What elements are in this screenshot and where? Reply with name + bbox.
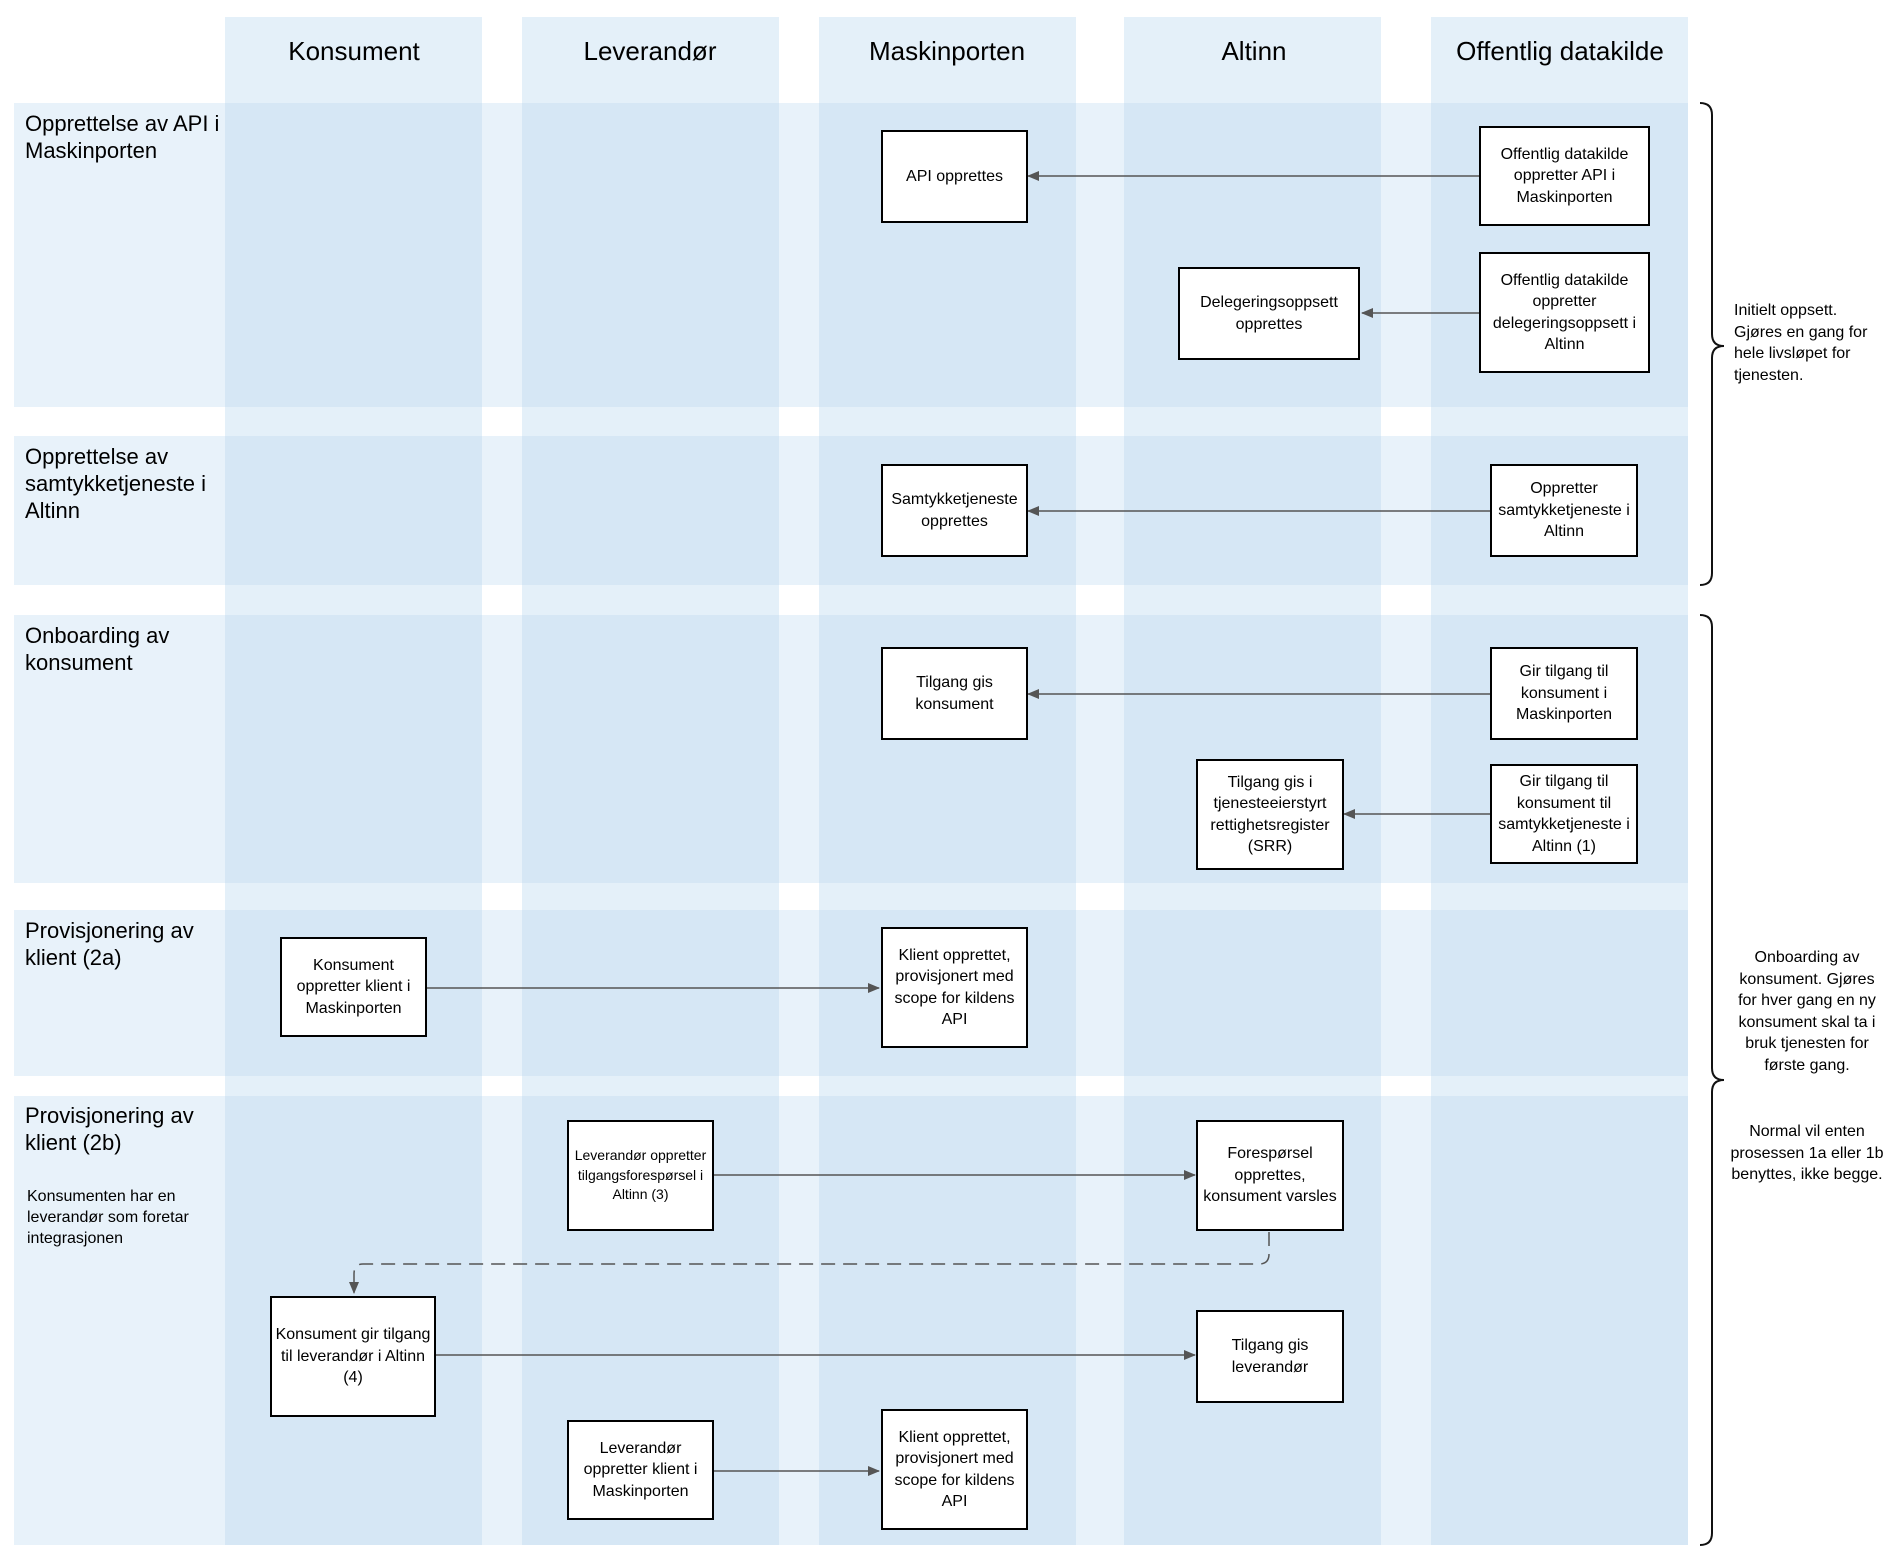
box-tilgang-gis-konsument: Tilgang gis konsument (881, 647, 1028, 740)
box-klient-opprettet-2b: Klient opprettet, provisjonert med scope… (881, 1409, 1028, 1530)
cell (1124, 910, 1381, 1076)
box-konsument-oppretter-klient: Konsument oppretter klient i Maskinporte… (280, 937, 427, 1037)
lane-headers: Konsument Leverandør Maskinporten Altinn… (288, 36, 1664, 66)
lane-header-leverandor: Leverandør (584, 36, 717, 66)
row-note-2b: Konsumenten har en leverandør som foreta… (27, 1188, 189, 1247)
brace-initial (1699, 102, 1725, 586)
row-title-api: Opprettelse av API i Maskinporten (25, 111, 220, 163)
lane-header-maskinporten: Maskinporten (869, 36, 1025, 66)
cell (522, 436, 779, 585)
cell (522, 103, 779, 407)
box-samtykketjeneste-opprettes: Samtykketjeneste opprettes (881, 464, 1028, 557)
lane-header-konsument: Konsument (288, 36, 420, 66)
brace-note-initial: Initielt oppsett. Gjøres en gang for hel… (1734, 302, 1868, 384)
lane-header-altinn: Altinn (1221, 36, 1286, 66)
box-delegeringsoppsett-opprettes: Delegeringsoppsett opprettes (1178, 267, 1360, 360)
cell (1431, 1096, 1688, 1545)
row-title-samtykke: Opprettelse av samtykketjeneste i Altinn (25, 444, 206, 523)
box-klient-opprettet-2a: Klient opprettet, provisjonert med scope… (881, 927, 1028, 1048)
box-api-opprettes: API opprettes (881, 130, 1028, 223)
cell (522, 615, 779, 883)
row-title-2a: Provisjonering av klient (2a) (25, 918, 194, 970)
arrow-varsel-dashed (349, 1232, 1270, 1294)
cell (522, 910, 779, 1076)
box-leverandor-oppretter-klient: Leverandør oppretter klient i Maskinport… (567, 1420, 714, 1520)
box-konsument-gir-tilgang: Konsument gir tilgang til leverandør i A… (270, 1296, 436, 1417)
cell (225, 436, 482, 585)
braces (1699, 102, 1725, 1546)
brace-note-onboarding: Onboarding av konsument. Gjøres for hver… (1738, 949, 1876, 1074)
box-tilgang-gis-leverandor: Tilgang gis leverandør (1196, 1310, 1344, 1403)
box-oppretter-samtykketjeneste: Oppretter samtykketjeneste i Altinn (1490, 464, 1638, 557)
box-gir-tilgang-maskinporten: Gir tilgang til konsument i Maskinporten (1490, 647, 1638, 740)
cell (1124, 103, 1381, 407)
row-title-2b: Provisjonering av klient (2b) (25, 1103, 194, 1155)
box-offentlig-oppretter-api: Offentlig datakilde oppretter API i Mask… (1479, 126, 1650, 226)
box-foresporsel-opprettes: Forespørsel opprettes, konsument varsles (1196, 1120, 1344, 1231)
lane-row-cells (225, 103, 1688, 1545)
box-offentlig-oppretter-delegering: Offentlig datakilde oppretter delegering… (1479, 252, 1650, 373)
brace-onboarding (1699, 614, 1725, 1546)
cell (1431, 910, 1688, 1076)
cell (225, 103, 482, 407)
connectors (349, 171, 1492, 1476)
brace-note-onboarding-extra: Normal vil enten prosessen 1a eller 1b b… (1730, 1123, 1884, 1183)
lane-header-offentlig: Offentlig datakilde (1456, 36, 1664, 66)
box-tilgang-gis-srr: Tilgang gis i tjenesteeierstyrt rettighe… (1196, 759, 1344, 870)
box-leverandor-tilgangsforesporsel: Leverandør oppretter tilgangsforespørsel… (567, 1120, 714, 1231)
row-title-onboarding: Onboarding av konsument (25, 623, 170, 675)
box-gir-tilgang-samtykke: Gir tilgang til konsument til samtykketj… (1490, 764, 1638, 864)
cell (225, 615, 482, 883)
